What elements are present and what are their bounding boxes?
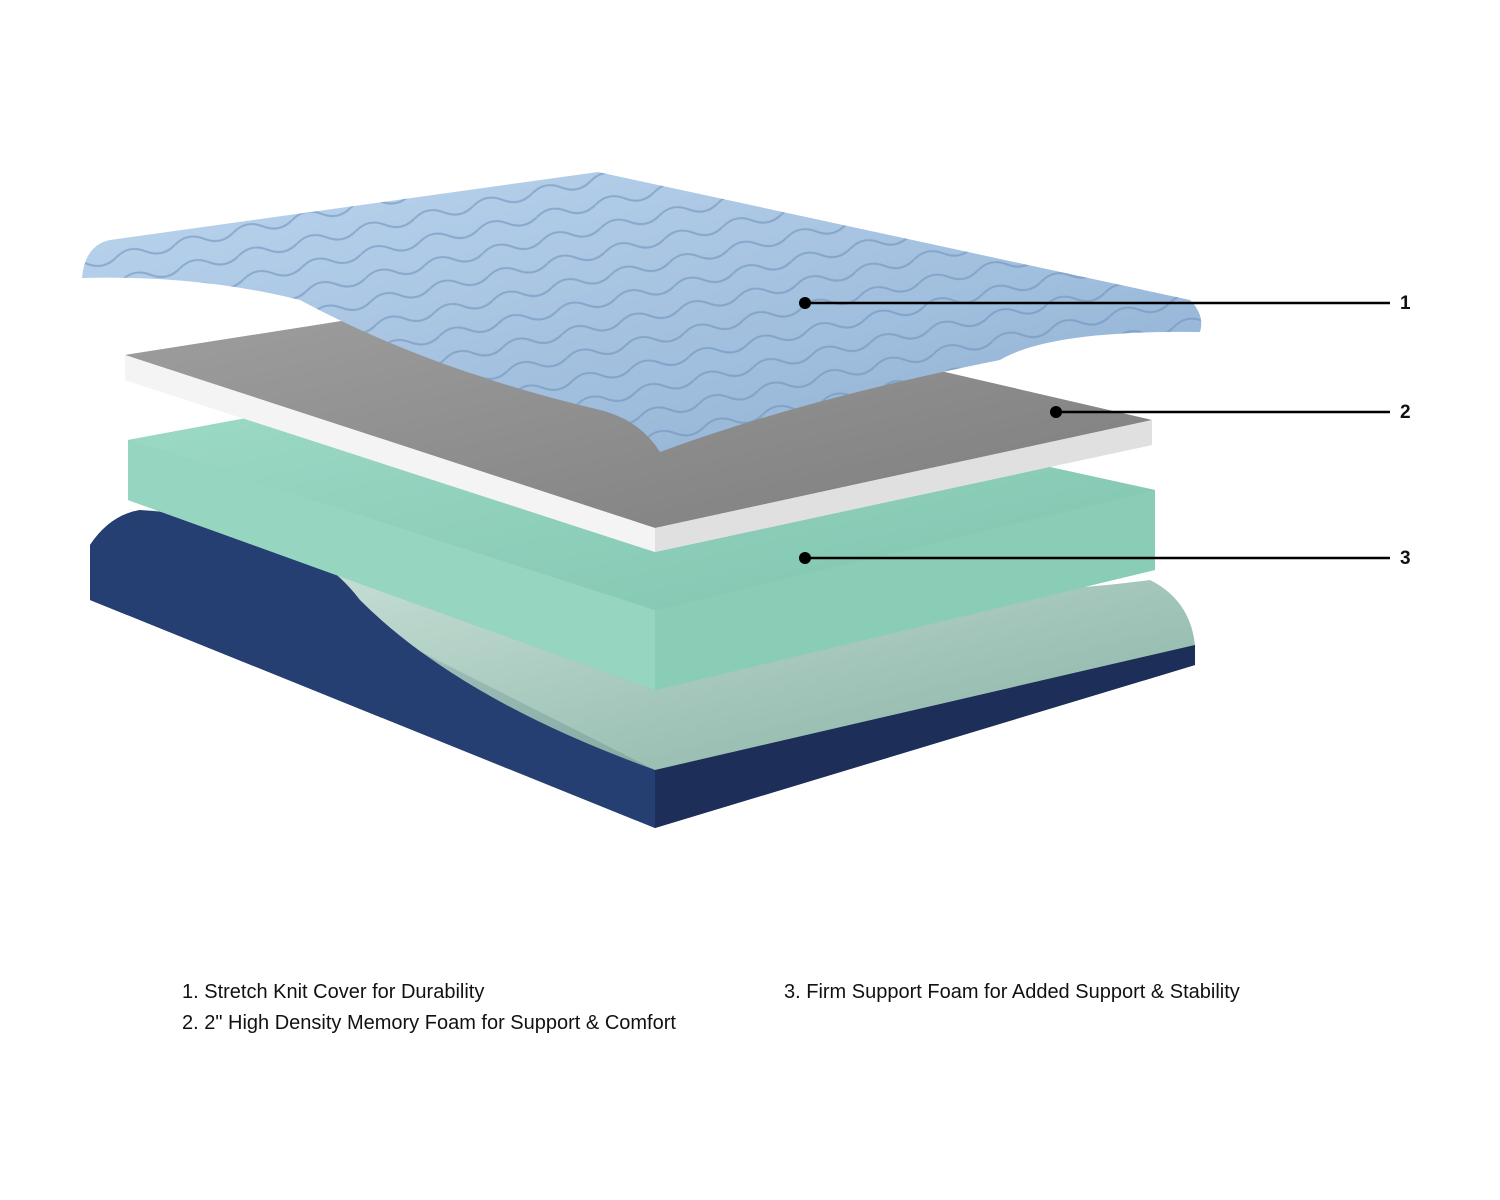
callout-number-3: 3 xyxy=(1400,548,1411,569)
legend-item-3: 3. Firm Support Foam for Added Support &… xyxy=(784,981,1240,1003)
callout-2 xyxy=(1050,406,1390,418)
callout-dot xyxy=(1050,406,1062,418)
callout-number-2: 2 xyxy=(1400,402,1411,423)
callout-dot xyxy=(799,552,811,564)
legend-item-1: 1. Stretch Knit Cover for Durability xyxy=(182,981,485,1003)
callout-1 xyxy=(799,297,1390,309)
knit-cover-layer xyxy=(82,172,1202,452)
callout-dot xyxy=(799,297,811,309)
callout-3 xyxy=(799,552,1390,564)
callout-number-1: 1 xyxy=(1400,293,1411,314)
legend-item-2: 2. 2" High Density Memory Foam for Suppo… xyxy=(182,1012,676,1034)
